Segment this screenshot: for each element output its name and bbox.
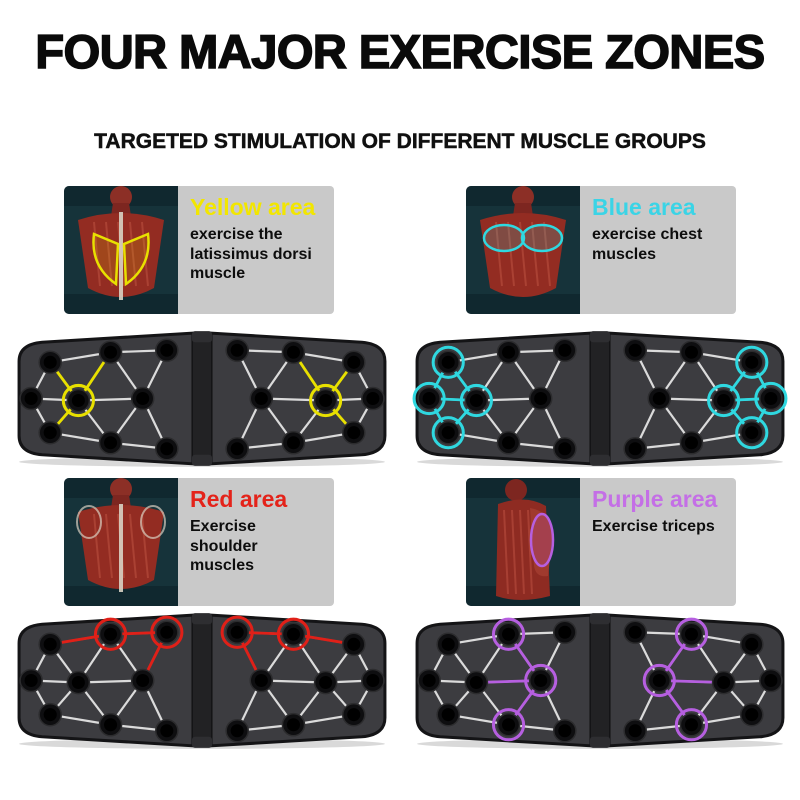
anatomy-image-back-lats <box>64 186 178 314</box>
pushup-board-red-zone <box>17 613 387 749</box>
zone-label-red: Red area <box>190 486 288 512</box>
zone-info-box-purple: Purple area Exercise triceps <box>580 478 736 606</box>
pushup-board-purple-zone <box>415 613 785 749</box>
zone-description-yellow: exercise the latissimus dorsi muscle <box>190 226 312 283</box>
pushup-board-yellow-zone <box>17 331 387 467</box>
pushup-board-blue-zone <box>412 331 788 467</box>
page-title: FOUR MAJOR EXERCISE ZONES <box>35 24 766 79</box>
zone-card-blue: Blue area exercise chest muscles <box>466 186 736 314</box>
zone-label-purple: Purple area <box>592 486 718 512</box>
zone-info-box-red: Red area Exercise shoulder muscles <box>178 478 334 606</box>
zone-card-purple: Purple area Exercise triceps <box>466 478 736 606</box>
anatomy-image-shoulders <box>64 478 178 606</box>
anatomy-image-triceps <box>466 478 580 606</box>
zone-info-box-blue: Blue area exercise chest muscles <box>580 186 736 314</box>
zone-description-blue: exercise chest muscles <box>592 226 703 263</box>
zone-card-yellow: Yellow area exercise the latissimus dors… <box>64 186 334 314</box>
zone-label-blue: Blue area <box>592 194 696 220</box>
zone-card-red: Red area Exercise shoulder muscles <box>64 478 334 606</box>
page-subtitle: TARGETED STIMULATION OF DIFFERENT MUSCLE… <box>94 130 706 154</box>
zone-info-box-yellow: Yellow area exercise the latissimus dors… <box>178 186 334 314</box>
zone-label-yellow: Yellow area <box>190 194 316 220</box>
zone-description-purple: Exercise triceps <box>592 518 715 535</box>
anatomy-image-chest <box>466 186 580 314</box>
zone-description-red: Exercise shoulder muscles <box>190 518 258 575</box>
